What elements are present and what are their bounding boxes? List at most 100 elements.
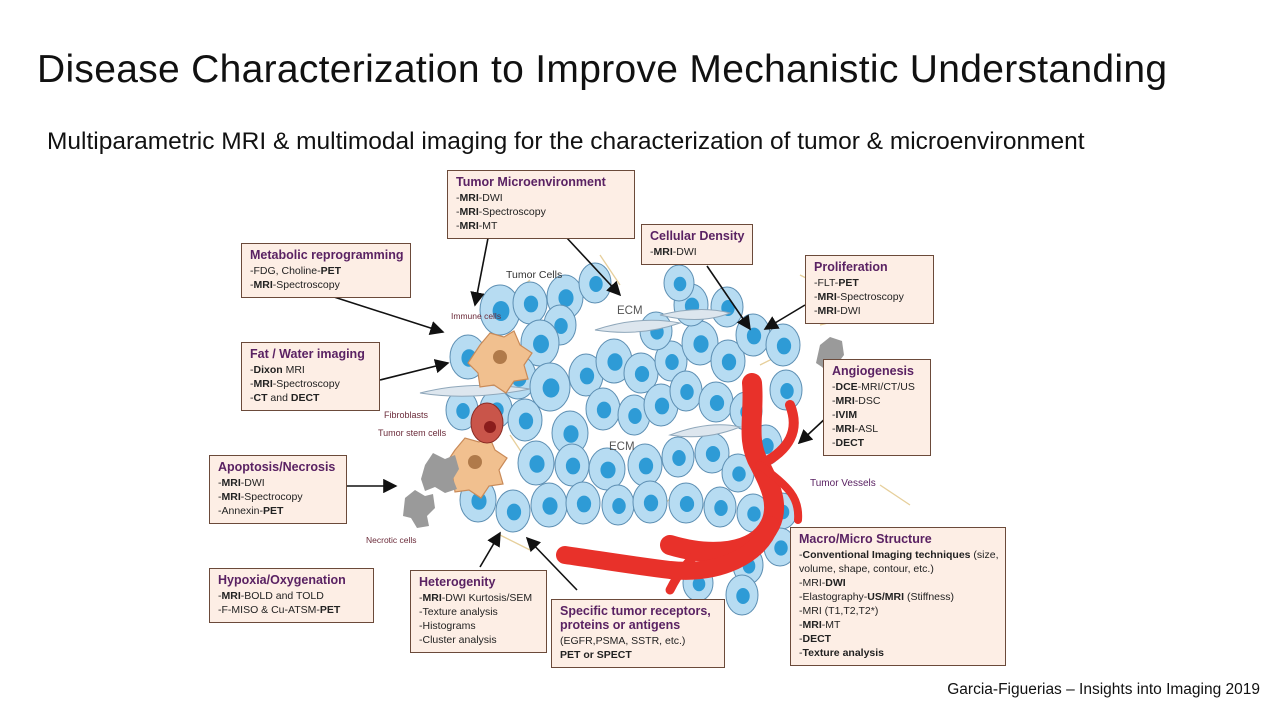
cell-nucleus [746, 327, 762, 345]
label-tumor-vessels: Tumor Vessels [810, 478, 876, 489]
cell-nucleus [523, 295, 539, 313]
cell-nucleus [693, 335, 709, 353]
cell-nucleus [518, 412, 534, 430]
box-title: Angiogenesis [832, 364, 914, 378]
box-line: -DECT [799, 633, 832, 645]
box-title: Heterogenity [419, 575, 496, 589]
box-specific-tumor-receptors: Specific tumor receptors, proteins or an… [551, 599, 725, 668]
box-title: Hypoxia/Oxygenation [218, 573, 346, 587]
box-line: -MRI-BOLD and TOLD [218, 590, 324, 602]
cell-nucleus [705, 446, 721, 462]
cell-nucleus [732, 466, 746, 482]
immune-cells [442, 330, 533, 499]
cell-nucleus [638, 457, 654, 475]
cell-nucleus [554, 318, 568, 334]
box-title: Apoptosis/Necrosis [218, 460, 336, 474]
box-line: -DCE-MRI/CT/US [832, 381, 915, 393]
cell-nucleus [589, 276, 603, 292]
box-line: -F-MISO & Cu-ATSM-PET [218, 604, 341, 616]
slide-subtitle: Multiparametric MRI & multimodal imaging… [47, 128, 1085, 155]
box-line: (EGFR,PSMA, SSTR, etc.) [560, 635, 686, 647]
box-apoptosis-necrosis: Apoptosis/Necrosis-MRI-DWI-MRI-Spectroco… [209, 455, 347, 524]
cell-nucleus [456, 403, 470, 419]
cell-nucleus [612, 498, 626, 514]
box-line: -Texture analysis [799, 647, 885, 659]
cell-nucleus [506, 503, 522, 521]
box-fat-water-imaging: Fat / Water imaging -Dixon MRI -MRI-Spectr… [241, 342, 380, 411]
cell-nucleus [492, 301, 510, 321]
box-title: Fat / Water imaging [250, 347, 365, 361]
cell-nucleus [709, 395, 725, 411]
tumor-stem-cell [470, 402, 504, 444]
tumor-microenvironment-diagram: Tumor Cells Immune cells ECM ECM Fibrobl… [200, 165, 1080, 685]
box-line: -MRI-Spectroscopy [456, 206, 546, 218]
illustration [333, 232, 991, 626]
box-title: Cellular Density [650, 229, 745, 243]
box-line: -MRI-DWI [814, 305, 861, 317]
slide-title: Disease Characterization to Improve Mech… [37, 48, 1168, 91]
box-macro-micro-structure: Macro/Micro Structure-Conventional Imagi… [790, 527, 1006, 666]
box-line: -FLT-PET [814, 277, 859, 289]
box-line: -Cluster analysis [419, 634, 497, 646]
box-line: PET or SPECT [560, 649, 632, 661]
label-tumor-stem-cells: Tumor stem cells [378, 428, 447, 438]
box-line: -MRI-DWI [218, 477, 265, 489]
box-line: -Dixon MRI [250, 364, 305, 376]
cell-nucleus [679, 496, 695, 512]
box-line: -IVIM [832, 409, 858, 421]
cell-nucleus [776, 337, 792, 355]
box-line: -MRI-DSC [832, 395, 881, 407]
label-necrotic-cells: Necrotic cells [366, 535, 417, 545]
box-metabolic-reprogramming: Metabolic reprogramming -FDG, Choline-PET… [241, 243, 411, 298]
box-line: -MRI-Spectroscopy [250, 378, 340, 390]
cell-nucleus [736, 588, 750, 604]
label-ecm-top: ECM [617, 305, 643, 317]
tumor-vessels [556, 373, 803, 595]
box-proliferation: Proliferation-FLT-PET-MRI-Spectroscopy-M… [805, 255, 934, 324]
label-tumor-cells: Tumor Cells [506, 269, 563, 281]
box-line: -MRI (T1,T2,T2*) [799, 605, 879, 617]
cell-nucleus [576, 495, 592, 513]
box-tumor-microenvironment: Tumor Microenvironment -MRI-DWI -MRI-Spect… [447, 170, 635, 239]
box-line: -FDG, Choline-PET [250, 265, 342, 277]
box-title: Specific tumor receptors, proteins or an… [560, 604, 711, 632]
box-title: Tumor Microenvironment [456, 175, 606, 189]
citation: Garcia-Figuerias – Insights into Imaging… [947, 681, 1260, 698]
cell-nucleus [673, 276, 687, 292]
box-line: -MRI-MT [456, 220, 498, 232]
box-line: -MRI-DWI [456, 192, 503, 204]
box-line: -MRI-DWI [799, 577, 846, 589]
cell-nucleus [628, 408, 642, 424]
cell-nucleus [471, 492, 487, 510]
cell-nucleus [721, 353, 737, 371]
box-line: -DECT [832, 437, 865, 449]
cell-nucleus [529, 455, 545, 473]
cell-nucleus [692, 576, 706, 592]
box-line: -MRI-DWI [650, 246, 697, 258]
cell-nucleus [533, 334, 549, 354]
box-line: -MRI-Spectroscopy [814, 291, 904, 303]
cell-nucleus [774, 540, 788, 556]
box-angiogenesis: Angiogenesis -DCE-MRI/CT/US -MRI-DSC -IVIM -… [823, 359, 931, 456]
box-title: Metabolic reprogramming [250, 248, 404, 262]
cell-nucleus [780, 383, 794, 399]
box-cellular-density: Cellular Density -MRI-DWI [641, 224, 753, 265]
box-line: volume, shape, contour, etc.) [799, 563, 934, 575]
label-ecm-mid: ECM [609, 441, 635, 453]
box-heterogeneity: Heterogenity -MRI-DWI Kurtosis/SEM -Textur… [410, 570, 547, 653]
label-immune-cells: Immune cells [451, 311, 502, 321]
cell-nucleus [542, 497, 558, 515]
box-title: Macro/Micro Structure [799, 532, 932, 546]
cell-nucleus [600, 461, 616, 479]
cell-nucleus [563, 425, 579, 443]
cell-nucleus [680, 384, 694, 400]
cell-nucleus [596, 401, 612, 419]
cell-nucleus [672, 450, 686, 466]
cell-nucleus [579, 367, 595, 385]
cell-nucleus [643, 494, 659, 512]
box-line: -Annexin-PET [218, 505, 284, 517]
cell-nucleus [665, 354, 679, 370]
cell-nucleus [607, 353, 623, 371]
box-line: -MRI-DWI Kurtosis/SEM [419, 592, 533, 604]
box-line: -Texture analysis [419, 606, 498, 618]
